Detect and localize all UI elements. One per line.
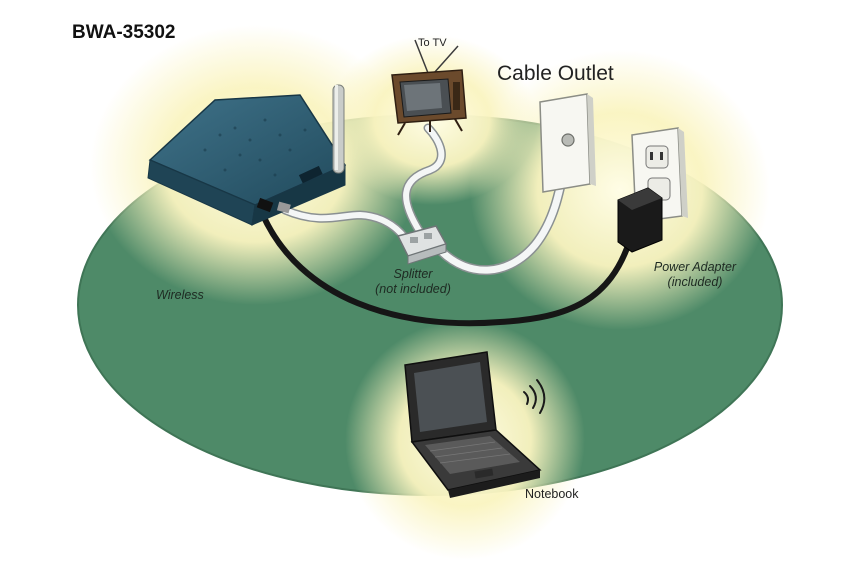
power-adapter-icon: [618, 188, 662, 252]
power-adapter-label-line1: Power Adapter: [640, 260, 750, 275]
splitter-label-line1: Splitter: [368, 267, 458, 282]
diagram-title: BWA-35302: [72, 22, 176, 44]
power-adapter-label-line2: (included): [640, 275, 750, 290]
splitter-label: Splitter (not included): [368, 267, 458, 297]
notebook-label: Notebook: [525, 487, 579, 501]
antenna-icon: [333, 85, 344, 173]
splitter-label-line2: (not included): [368, 282, 458, 297]
cable-outlet-label: Cable Outlet: [497, 62, 614, 86]
wall-plate-icon: [540, 94, 596, 192]
to-tv-label: To TV: [418, 37, 447, 49]
wireless-label: Wireless: [156, 288, 204, 303]
power-adapter-label: Power Adapter (included): [640, 260, 750, 290]
